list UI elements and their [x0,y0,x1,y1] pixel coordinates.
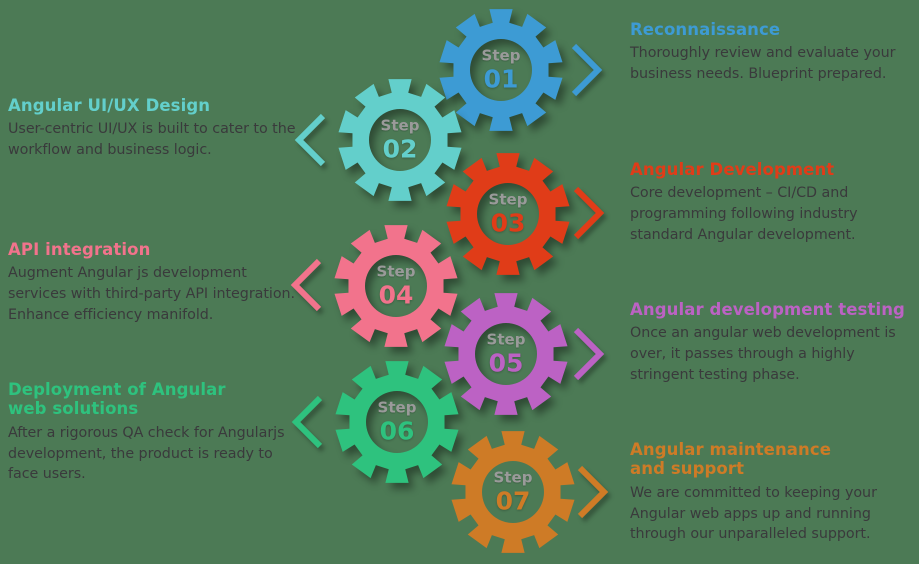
step-text-block-07: Angular maintenance and support We are co… [630,440,919,545]
step-title-05: Angular development testing [630,300,905,319]
step-description-02: User-centric UI/UX is built to cater to … [8,121,296,159]
chevron-right-icon [568,43,603,97]
step-title-01: Reconnaissance [630,20,781,39]
step-description-07: We are committed to keeping your Angular… [630,484,877,543]
step-title-03: Angular Development [630,160,835,179]
step-description-06: After a rigorous QA check for Angularjs … [8,424,285,483]
chevron-right-icon [574,465,609,519]
step-description-05: Once an angular web development is over,… [630,325,896,383]
step-description-01: Thoroughly review and evaluate your busi… [630,45,896,83]
chevron-left-icon [294,113,329,167]
chevron-right-icon [570,327,605,381]
step-description-04: Augment Angular js development services … [8,265,296,323]
step-title-02: Angular UI/UX Design [8,96,211,115]
chevron-left-icon [291,395,326,449]
step-title-06: Deployment of Angular web solutions [8,380,226,419]
step-title-04: API integration [8,240,151,259]
chevron-right-icon [570,186,605,240]
step-description-03: Core development – CI/CD and programming… [630,185,858,243]
step-title-07: Angular maintenance and support [630,440,832,479]
chevron-left-icon [290,258,325,312]
